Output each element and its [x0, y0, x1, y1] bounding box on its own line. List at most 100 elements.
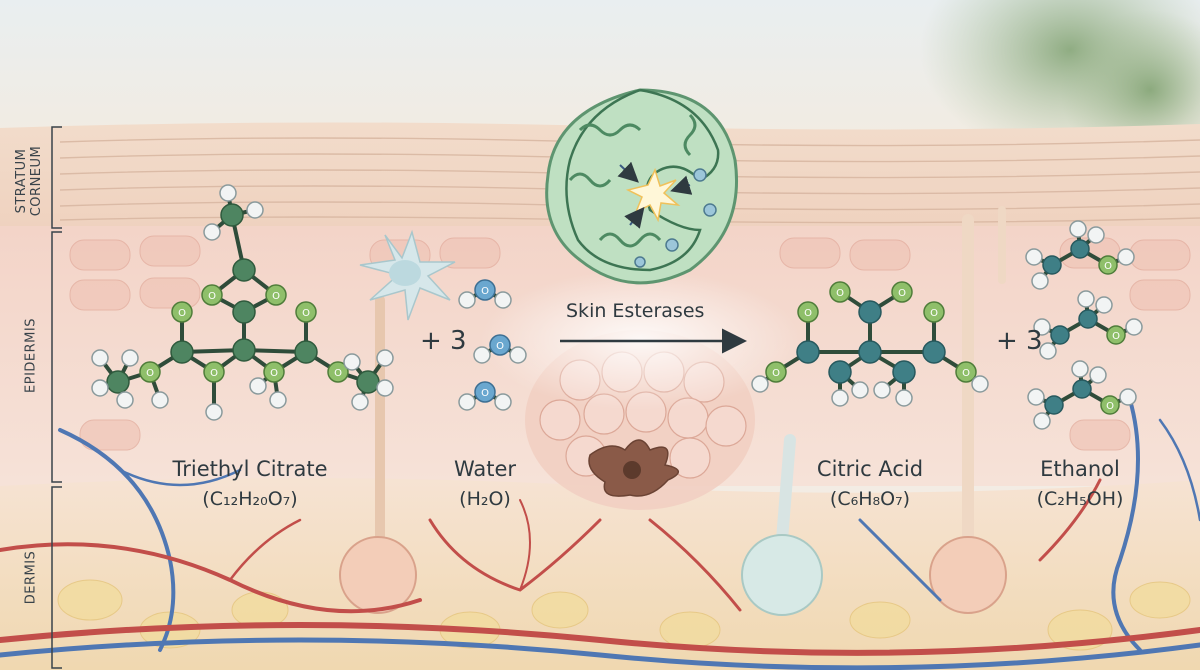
oxygen-atom-label: O [1106, 401, 1114, 412]
product-label: Citric Acid (C₆H₈O₇) [790, 456, 950, 512]
oxygen-atom [203, 361, 225, 383]
water-molecule-1: O [458, 279, 512, 309]
carbon-atom [828, 360, 852, 384]
oxygen-atom [1106, 325, 1126, 345]
hydrogen-atom [1025, 248, 1043, 266]
hydrogen-atom [376, 349, 394, 367]
carbon-atom [232, 338, 256, 362]
hydrogen-atom [121, 349, 139, 367]
carbon-atom [796, 340, 820, 364]
carbon-atom [1078, 309, 1098, 329]
hydrogen-atom [1095, 296, 1113, 314]
oxygen-atom-label: O [210, 368, 218, 379]
hydrogen-atom [376, 379, 394, 397]
oxygen-atom [474, 279, 496, 301]
hydrogen-atom [203, 223, 221, 241]
ethanol-formula: (C₂H₅OH) [1036, 488, 1124, 510]
oxygen-atom [139, 361, 161, 383]
oxygen-atom-label: O [1104, 261, 1112, 272]
hydrogen-atom [1071, 360, 1089, 378]
sweat-gland [741, 434, 823, 616]
oxygen-atom [489, 334, 511, 356]
hydrogen-atom [151, 391, 169, 409]
carbon-atom [356, 370, 380, 394]
carbon-atom [1050, 325, 1070, 345]
hydrogen-atom [494, 393, 512, 411]
hydrogen-atom [1125, 318, 1143, 336]
hydrogen-atom [1119, 388, 1137, 406]
oxygen-atom [201, 284, 223, 306]
oxygen-atom [474, 381, 496, 403]
ethanol-molecule-2: O [1033, 290, 1143, 360]
hydrogen-atom [851, 381, 869, 399]
oxygen-atom [829, 281, 851, 303]
hydrogen-atom [494, 291, 512, 309]
hydrogen-atom [219, 184, 237, 202]
layer-label-dermis: DERMIS [23, 550, 39, 605]
hydrogen-atom [1031, 272, 1049, 290]
carbon-atom [858, 300, 882, 324]
hydrogen-atom [343, 353, 361, 371]
hydrogen-atom [91, 379, 109, 397]
carbon-atom [170, 340, 194, 364]
oxygen-atom [1098, 255, 1118, 275]
product-formula: (C₆H₈O₇) [829, 488, 911, 510]
hydrogen-atom [246, 201, 264, 219]
water-name: Water [453, 457, 517, 481]
hydrogen-atom [351, 393, 369, 411]
carbon-atom [106, 370, 130, 394]
enzyme-label: Skin Esterases [566, 300, 705, 322]
hydrogen-atom [873, 381, 891, 399]
hydrogen-atom [1039, 342, 1057, 360]
dendritic-cell [359, 229, 456, 321]
oxygen-atom-label: O [930, 308, 938, 319]
oxygen-atom-label: O [481, 286, 489, 297]
blood-vessels [0, 398, 1200, 670]
oxygen-atom-label: O [146, 368, 154, 379]
ethanol-coefficient: + 3 [996, 326, 1043, 356]
hydrogen-atom [1033, 318, 1051, 336]
oxygen-atom-label: O [898, 288, 906, 299]
carbon-atom [922, 340, 946, 364]
carbon-atom [294, 340, 318, 364]
oxygen-atom [263, 361, 285, 383]
oxygen-atom-label: O [772, 368, 780, 379]
hydrogen-atom [1089, 366, 1107, 384]
carbon-atom [220, 203, 244, 227]
oxygen-atom-label: O [804, 308, 812, 319]
oxygen-atom [171, 301, 193, 323]
oxygen-atom-label: O [836, 288, 844, 299]
layer-label-epidermis: EPIDERMIS [23, 318, 39, 393]
oxygen-atom-label: O [1112, 331, 1120, 342]
water-formula: (H₂O) [459, 488, 511, 510]
oxygen-atom [923, 301, 945, 323]
carbon-atom [232, 258, 256, 282]
carbon-atom [1044, 395, 1064, 415]
oxygen-atom-label: O [302, 308, 310, 319]
hydrogen-atom [205, 403, 223, 421]
oxygen-atom [327, 361, 349, 383]
oxygen-atom-label: O [962, 368, 970, 379]
oxygen-atom [797, 301, 819, 323]
water-molecule-2: O [473, 334, 527, 364]
oxygen-atom [765, 361, 787, 383]
product-name: Citric Acid [816, 457, 924, 481]
carbon-atom [892, 360, 916, 384]
hydrogen-atom [1069, 220, 1087, 238]
oxygen-atom [955, 361, 977, 383]
water-coefficient: + 3 [420, 326, 467, 356]
ethanol-name: Ethanol [1040, 457, 1120, 481]
hydrogen-atom [473, 346, 491, 364]
hydrogen-atom [116, 391, 134, 409]
oxygen-atom-label: O [481, 388, 489, 399]
hydrogen-atom [509, 346, 527, 364]
hydrogen-atom [269, 391, 287, 409]
hydrogen-atom [1033, 412, 1051, 430]
hydrogen-atom [458, 393, 476, 411]
oxygen-atom [891, 281, 913, 303]
ethanol-molecule-1: O [1025, 220, 1135, 290]
oxygen-atom-label: O [178, 308, 186, 319]
